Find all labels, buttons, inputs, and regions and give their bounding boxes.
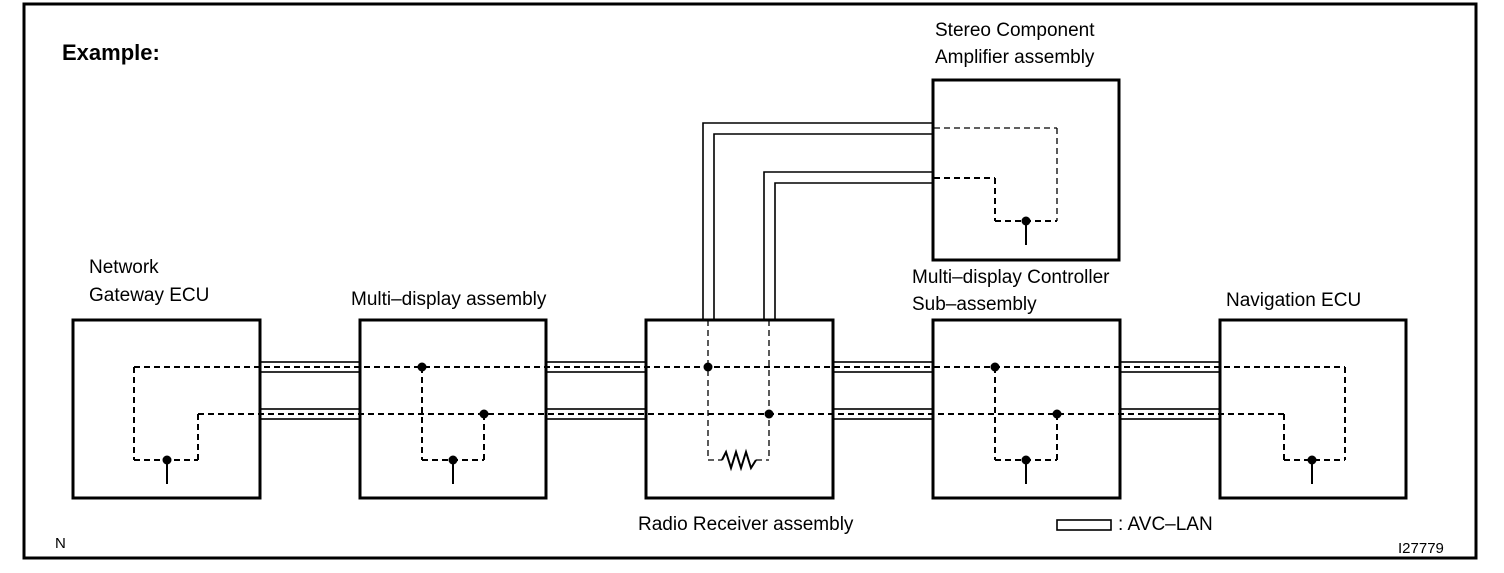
label-network-gateway-line2: Gateway ECU xyxy=(89,285,209,306)
label-navigation-ecu: Navigation ECU xyxy=(1226,290,1361,311)
label-stereo-amp-line1: Stereo Component xyxy=(935,20,1095,41)
legend-hatch-swatch xyxy=(1056,519,1112,531)
radio-receiver-assembly-box xyxy=(644,318,835,500)
label-network-gateway-line1: Network xyxy=(89,257,159,278)
terminating-resistor-icon xyxy=(721,448,757,472)
diagram-title: Example: xyxy=(62,40,160,65)
avc-lan-bus-amplifier xyxy=(702,122,935,321)
outer-frame xyxy=(22,2,1478,560)
label-md-controller-line1: Multi–display Controller xyxy=(912,267,1110,288)
legend-label: : AVC–LAN xyxy=(1118,514,1213,535)
network-gateway-wiring xyxy=(133,367,199,484)
label-radio-receiver-assembly: Radio Receiver assembly xyxy=(638,514,854,535)
label-multi-display-assembly: Multi–display assembly xyxy=(351,289,547,310)
stereo-amplifier-wiring xyxy=(934,127,1058,245)
legend: : AVC–LAN xyxy=(1056,514,1213,535)
multi-display-controller-wiring xyxy=(990,362,1062,484)
internal-bus-lines xyxy=(134,366,1345,415)
radio-receiver-wiring xyxy=(703,320,774,472)
corner-mark-right: I27779 xyxy=(1398,540,1444,557)
multi-display-wiring xyxy=(417,362,489,484)
navigation-ecu-wiring xyxy=(1283,367,1346,484)
label-stereo-amp-line2: Amplifier assembly xyxy=(935,47,1095,68)
corner-mark-left: N xyxy=(55,535,66,552)
label-md-controller-line2: Sub–assembly xyxy=(912,294,1037,315)
